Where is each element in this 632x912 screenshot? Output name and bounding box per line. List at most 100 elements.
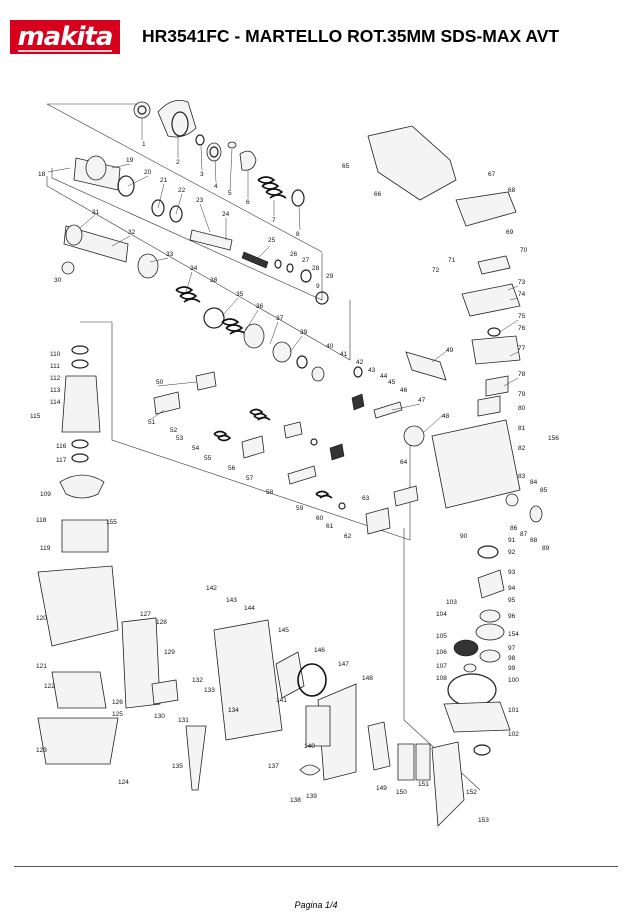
makita-logo: makita <box>10 20 120 54</box>
part-label: 33 <box>166 251 174 258</box>
part-label: 151 <box>418 781 429 788</box>
part-label: 142 <box>206 585 217 592</box>
part-label: 23 <box>196 197 204 204</box>
page-title: HR3541FC - MARTELLO ROT.35MM SDS-MAX AVT <box>142 26 560 46</box>
exploded-parts-diagram: 1 2 3 4 5 6 7 8 9 18 19 20 21 22 23 24 2… <box>30 99 559 827</box>
part-label: 42 <box>356 359 364 366</box>
part-label: 40 <box>326 343 334 350</box>
part-label: 153 <box>478 817 489 824</box>
part-label: 66 <box>374 191 382 198</box>
part-label: 51 <box>148 419 156 426</box>
part-label: 110 <box>50 351 61 358</box>
part-label: 93 <box>508 569 516 576</box>
part-label: 143 <box>226 597 237 604</box>
logo-text: makita <box>17 22 114 52</box>
part-label: 140 <box>304 743 315 750</box>
part-label: 128 <box>156 619 167 626</box>
part-label: 24 <box>222 211 230 218</box>
front-housing-group <box>133 99 305 207</box>
part-label: 75 <box>518 313 526 320</box>
part-label: 103 <box>446 599 457 606</box>
part-label: 70 <box>520 247 528 254</box>
part-label: 155 <box>106 519 117 526</box>
part-label: 133 <box>204 687 215 694</box>
part-label: 64 <box>400 459 408 466</box>
part-label: 8 <box>296 231 300 238</box>
part-label: 54 <box>192 445 200 452</box>
part-label: 69 <box>506 229 514 236</box>
part-label: 127 <box>140 611 151 618</box>
part-label: 77 <box>518 345 526 352</box>
part-label: 45 <box>388 379 396 386</box>
part-label: 4 <box>214 183 218 190</box>
part-label: 76 <box>518 325 526 332</box>
part-label: 115 <box>30 413 41 420</box>
part-label: 80 <box>518 405 526 412</box>
part-label: 123 <box>36 747 47 754</box>
piston-group <box>153 351 447 535</box>
part-label: 101 <box>508 707 519 714</box>
part-label: 112 <box>50 375 61 382</box>
part-label: 62 <box>344 533 352 540</box>
tool-holder-group <box>73 155 329 305</box>
part-label: 39 <box>300 329 308 336</box>
part-label: 125 <box>112 711 123 718</box>
part-label: 144 <box>244 605 255 612</box>
part-label: 9 <box>316 283 320 290</box>
part-label: 73 <box>518 279 526 286</box>
part-label: 111 <box>50 363 60 370</box>
part-label: 84 <box>530 479 538 486</box>
crank-housing-group <box>367 125 543 756</box>
spindle-group <box>61 224 325 382</box>
part-label: 67 <box>488 171 496 178</box>
part-label: 148 <box>362 675 373 682</box>
part-label: 113 <box>50 387 61 394</box>
part-label: 135 <box>172 763 183 770</box>
part-label: 20 <box>144 169 152 176</box>
part-label: 32 <box>128 229 136 236</box>
part-label: 96 <box>508 613 516 620</box>
part-label: 99 <box>508 665 516 672</box>
part-label: 145 <box>278 627 289 634</box>
part-label: 27 <box>302 257 310 264</box>
part-label: 63 <box>362 495 370 502</box>
part-label: 85 <box>540 487 548 494</box>
part-label: 92 <box>508 549 516 556</box>
part-label: 118 <box>36 517 47 524</box>
part-label: 6 <box>246 199 250 206</box>
part-label: 98 <box>508 655 516 662</box>
part-label: 58 <box>266 489 274 496</box>
part-label: 25 <box>268 237 276 244</box>
part-label: 86 <box>510 525 518 532</box>
part-label: 44 <box>380 373 388 380</box>
part-label: 2 <box>176 159 180 166</box>
part-label: 108 <box>436 675 447 682</box>
part-label: 150 <box>396 789 407 796</box>
part-label: 74 <box>518 291 526 298</box>
part-label: 78 <box>518 371 526 378</box>
part-label: 147 <box>338 661 349 668</box>
part-label: 141 <box>276 697 287 704</box>
part-label: 79 <box>518 391 526 398</box>
page-number: Pagina 1/4 <box>294 900 338 910</box>
part-label: 124 <box>118 779 129 786</box>
part-label: 117 <box>56 457 67 464</box>
handle-group <box>121 617 465 827</box>
part-label: 49 <box>446 347 454 354</box>
footer-rule <box>14 866 618 867</box>
part-label: 149 <box>376 785 387 792</box>
part-label: 102 <box>508 731 519 738</box>
part-label: 48 <box>442 413 450 420</box>
part-label: 106 <box>436 649 447 656</box>
part-label: 28 <box>312 265 320 272</box>
part-label: 35 <box>236 291 244 298</box>
part-label: 132 <box>192 677 203 684</box>
part-label: 121 <box>36 663 47 670</box>
part-label: 46 <box>400 387 408 394</box>
part-label: 139 <box>306 793 317 800</box>
part-label: 65 <box>342 163 350 170</box>
part-label: 91 <box>508 537 516 544</box>
leader-lines <box>47 118 519 433</box>
part-label: 1 <box>142 141 146 148</box>
part-label: 37 <box>276 315 284 322</box>
